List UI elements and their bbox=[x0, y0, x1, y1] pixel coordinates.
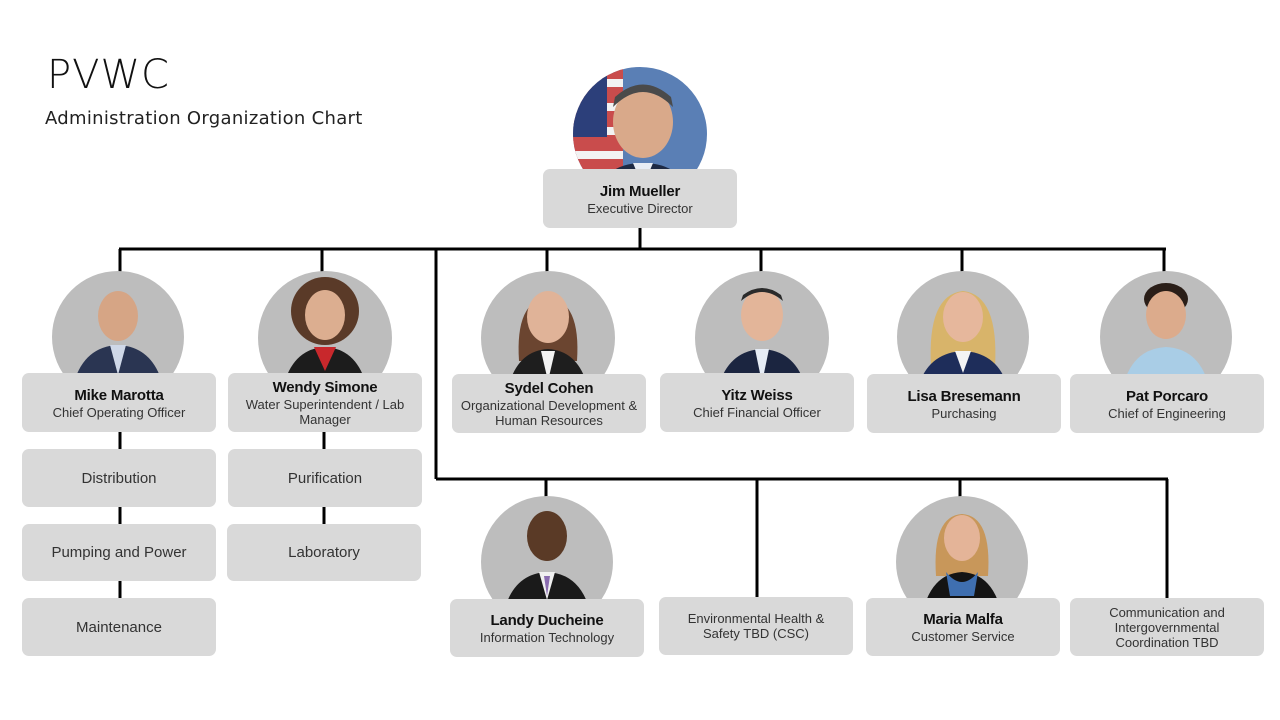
staff-card-2: Wendy Simone Water Superintendent / Lab … bbox=[228, 373, 422, 432]
unit-pumping-and-power: Pumping and Power bbox=[22, 524, 216, 581]
unit-label: Laboratory bbox=[288, 544, 360, 561]
staff-card-3: Sydel Cohen Organizational Development &… bbox=[452, 374, 646, 433]
lower-card-it: Landy Ducheine Information Technology bbox=[450, 599, 644, 657]
staff-name: Pat Porcaro bbox=[1126, 387, 1208, 405]
unit-distribution: Distribution bbox=[22, 449, 216, 507]
staff-role: Water Superintendent / Lab Manager bbox=[245, 397, 405, 427]
staff-card-1: Mike Marotta Chief Operating Officer bbox=[22, 373, 216, 432]
staff-role: Chief Operating Officer bbox=[52, 404, 186, 420]
staff-name: Lisa Bresemann bbox=[907, 387, 1021, 405]
unit-label: Distribution bbox=[81, 469, 157, 487]
unit-label: Maintenance bbox=[76, 618, 162, 636]
lower-role: Customer Service bbox=[911, 629, 1015, 644]
director-role: Executive Director bbox=[587, 200, 693, 216]
unit-laboratory: Laboratory bbox=[227, 524, 421, 581]
lower-role: Information Technology bbox=[479, 630, 615, 645]
staff-name: Sydel Cohen bbox=[504, 380, 594, 397]
staff-role: Purchasing bbox=[931, 405, 997, 421]
staff-card-5: Lisa Bresemann Purchasing bbox=[867, 374, 1061, 433]
lower-card-ehs: Environmental Health & Safety TBD (CSC) bbox=[659, 597, 853, 655]
page-subtitle: Administration Organization Chart bbox=[45, 108, 363, 129]
staff-role: Chief of Engineering bbox=[1108, 405, 1226, 421]
staff-card-4: Yitz Weiss Chief Financial Officer bbox=[660, 373, 854, 432]
unit-purification: Purification bbox=[228, 449, 422, 507]
lower-card-customer-service: Maria Malfa Customer Service bbox=[866, 598, 1060, 656]
staff-card-6: Pat Porcaro Chief of Engineering bbox=[1070, 374, 1264, 433]
lower-name: Maria Malfa bbox=[923, 611, 1003, 628]
lower-role: Communication and Intergovernmental Coor… bbox=[1109, 604, 1225, 650]
staff-name: Mike Marotta bbox=[74, 386, 164, 404]
unit-label: Purification bbox=[287, 469, 363, 487]
staff-name: Yitz Weiss bbox=[721, 386, 793, 404]
director-card: Jim Mueller Executive Director bbox=[543, 169, 737, 228]
lower-name: Landy Ducheine bbox=[490, 612, 604, 629]
lower-role: Environmental Health & Safety TBD (CSC) bbox=[687, 611, 825, 641]
staff-name: Wendy Simone bbox=[272, 379, 378, 396]
staff-role: Chief Financial Officer bbox=[693, 404, 821, 420]
staff-role: Organizational Development & Human Resou… bbox=[460, 398, 638, 428]
lower-card-communication: Communication and Intergovernmental Coor… bbox=[1070, 598, 1264, 656]
page-title: PVWC bbox=[47, 52, 170, 98]
unit-label: Pumping and Power bbox=[51, 544, 187, 561]
unit-maintenance: Maintenance bbox=[22, 598, 216, 656]
director-name: Jim Mueller bbox=[599, 182, 681, 200]
